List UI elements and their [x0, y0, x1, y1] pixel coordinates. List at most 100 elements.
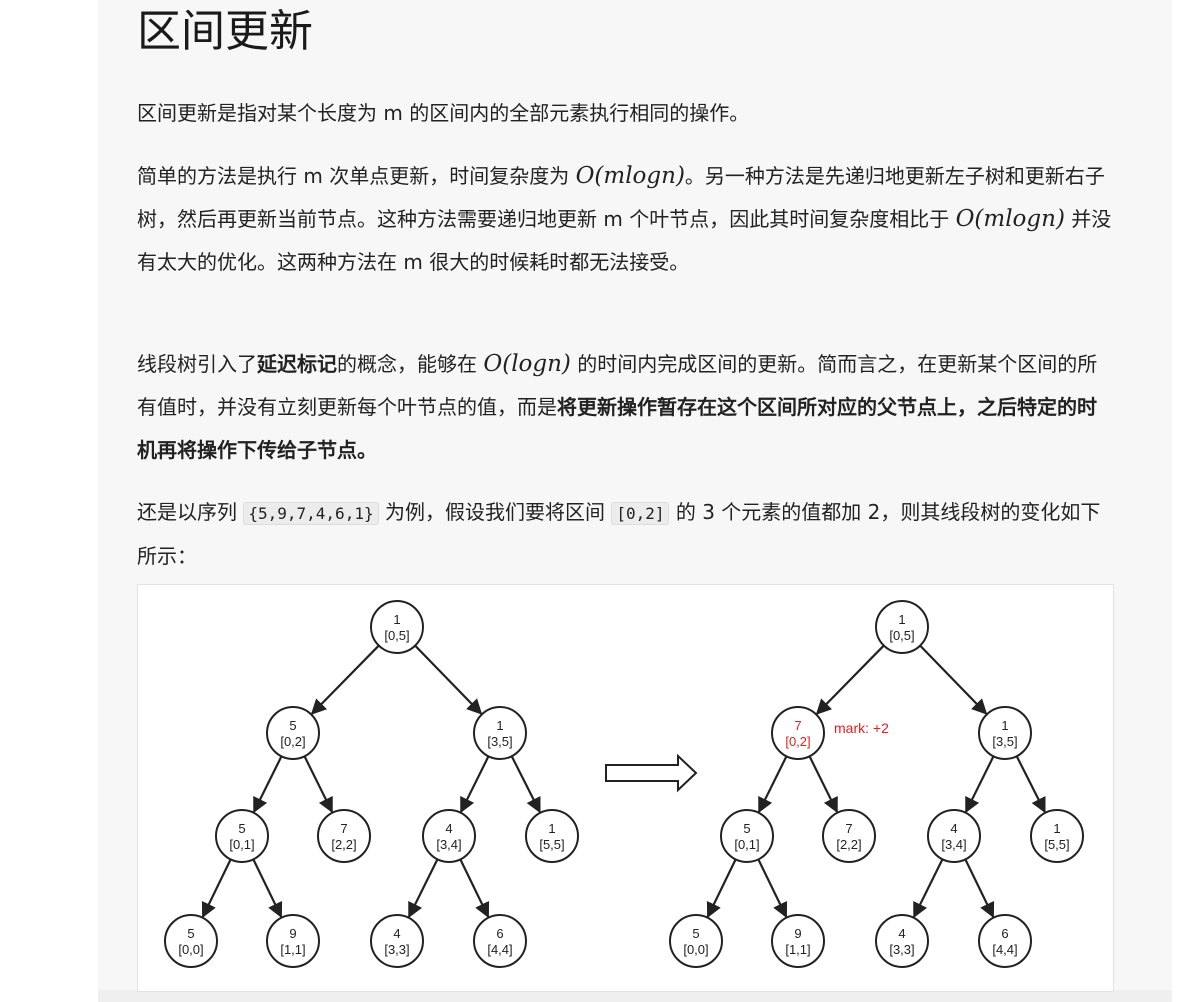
after-tree-node: 6[4,4]	[978, 914, 1032, 968]
tree-node-value: 6	[1001, 926, 1008, 941]
tree-edge-arrow	[964, 858, 995, 919]
bold-term-lazy-tag: 延迟标记	[257, 352, 337, 376]
before-tree-node: 4[3,3]	[370, 914, 424, 968]
tree-node-value: 4	[950, 821, 957, 836]
tree-node-value: 5	[743, 821, 750, 836]
before-tree-node: 5[0,0]	[164, 914, 218, 968]
tree-node-circle	[978, 706, 1032, 760]
tree-edge-arrow	[1015, 755, 1046, 814]
tree-node-range: [3,4]	[941, 837, 966, 852]
tree-node-value: 6	[496, 926, 503, 941]
after-tree-node: 1[0,5]	[875, 600, 929, 654]
tree-edge-arrow	[459, 755, 490, 814]
p4-text-2: 为例，假设我们要将区间	[378, 500, 612, 524]
tree-node-range: [3,4]	[436, 837, 461, 852]
tree-node-circle	[164, 914, 218, 968]
tree-node-value: 4	[445, 821, 452, 836]
lazy-mark-label: mark: +2	[834, 720, 889, 736]
tree-node-range: [2,2]	[836, 837, 861, 852]
tree-node-range: [0,1]	[734, 837, 759, 852]
tree-node-circle	[525, 809, 579, 863]
tree-edge-arrow	[808, 755, 839, 814]
before-tree-node: 1[5,5]	[525, 809, 579, 863]
tree-node-circle	[266, 706, 320, 760]
tree-node-range: [0,0]	[178, 942, 203, 957]
tree-node-value: 7	[845, 821, 852, 836]
tree-edge-arrow	[303, 755, 334, 814]
tree-node-circle	[370, 914, 424, 968]
after-tree-node: 4[3,3]	[875, 914, 929, 968]
tree-node-range: [0,1]	[229, 837, 254, 852]
tree-node-range: [0,2]	[280, 734, 305, 749]
before-tree-node: 1[0,5]	[370, 600, 424, 654]
tree-node-value: 5	[289, 718, 296, 733]
tree-node-range: [5,5]	[1044, 837, 1069, 852]
tree-node-range: [0,0]	[683, 942, 708, 957]
tree-node-range: [1,1]	[785, 942, 810, 957]
tree-node-value: 4	[393, 926, 400, 941]
tree-node-circle	[669, 914, 723, 968]
tree-edge-arrow	[815, 644, 885, 715]
paragraph-intro: 区间更新是指对某个长度为 m 的区间内的全部元素执行相同的操作。	[137, 92, 1112, 135]
complexity-formula: O(mlogn)	[955, 206, 1065, 232]
tree-edge-arrow	[459, 858, 490, 919]
tree-node-range: [3,3]	[889, 942, 914, 957]
tree-node-range: [0,5]	[384, 628, 409, 643]
tree-node-circle	[215, 809, 269, 863]
before-tree-node: 7[2,2]	[317, 809, 371, 863]
tree-node-range: [3,5]	[992, 734, 1017, 749]
tree-node-circle	[875, 600, 929, 654]
tree-node-value: 1	[548, 821, 555, 836]
p3-text-1: 线段树引入了	[137, 352, 257, 376]
after-tree-node: 5[0,0]	[669, 914, 723, 968]
after-tree-node: 4[3,4]	[927, 809, 981, 863]
section-heading: 区间更新	[137, 6, 313, 57]
tree-node-range: [4,4]	[992, 942, 1017, 957]
paragraph-example: 还是以序列 {5,9,7,4,6,1} 为例，假设我们要将区间 [0,2] 的 …	[137, 491, 1112, 578]
tree-node-circle	[927, 809, 981, 863]
tree-node-circle	[720, 809, 774, 863]
tree-edge-arrow	[757, 755, 788, 814]
tree-node-value: 9	[794, 926, 801, 941]
tree-node-value: 9	[289, 926, 296, 941]
tree-node-circle	[1030, 809, 1084, 863]
inline-code-interval: [0,2]	[611, 502, 670, 525]
after-tree-node: 5[0,1]	[720, 809, 774, 863]
tree-node-range: [5,5]	[539, 837, 564, 852]
tree-edge-arrow	[964, 755, 995, 814]
p4-text-1: 还是以序列	[137, 500, 244, 524]
paragraph-lazy-tag: 线段树引入了延迟标记的概念，能够在 O(logn) 的时间内完成区间的更新。简而…	[137, 343, 1112, 472]
tree-node-circle	[422, 809, 476, 863]
p4-text-3: 的 3 个元素的值都加 2，则其线段树的变化如下所示：	[137, 500, 1101, 568]
after-tree-node: 1[3,5]	[978, 706, 1032, 760]
before-tree-node: 1[3,5]	[473, 706, 527, 760]
tree-node-circle	[822, 809, 876, 863]
p2-text-3: 并没有太大的优化。这两种方法在 m 很大的时候耗时都无法接受。	[137, 207, 1112, 274]
complexity-formula: O(mlogn)	[575, 163, 685, 189]
p3-text-3: 的时间内完成区间的更新。简而言之，在更新某个区间的所有值时，并没有立刻更新每个叶…	[137, 352, 1098, 419]
tree-node-circle	[473, 706, 527, 760]
tree-edge-arrow	[706, 858, 737, 919]
after-tree-node: 7[2,2]	[822, 809, 876, 863]
tree-node-range: [0,2]	[785, 734, 810, 749]
complexity-formula: O(logn)	[483, 351, 571, 377]
before-tree-node: 9[1,1]	[266, 914, 320, 968]
tree-node-range: [0,5]	[889, 628, 914, 643]
segment-tree-diagram: 1[0,5]5[0,2]1[3,5]5[0,1]7[2,2]4[3,4]1[5,…	[164, 600, 1084, 968]
tree-node-circle	[875, 914, 929, 968]
inline-code-sequence: {5,9,7,4,6,1}	[243, 502, 379, 525]
tree-node-value: 5	[238, 821, 245, 836]
page-bottom-bar	[98, 990, 1172, 1002]
tree-node-circle	[771, 706, 825, 760]
tree-edge-arrow	[310, 644, 380, 715]
tree-node-range: [3,5]	[487, 734, 512, 749]
tree-node-value: 1	[1001, 718, 1008, 733]
before-tree-node: 4[3,4]	[422, 809, 476, 863]
tree-edge-arrow	[201, 858, 232, 919]
before-tree-node: 5[0,1]	[215, 809, 269, 863]
tree-node-value: 1	[496, 718, 503, 733]
tree-node-circle	[370, 600, 424, 654]
tree-node-value: 5	[187, 926, 194, 941]
tree-node-value: 1	[898, 612, 905, 627]
tree-edge-arrow	[414, 644, 483, 715]
